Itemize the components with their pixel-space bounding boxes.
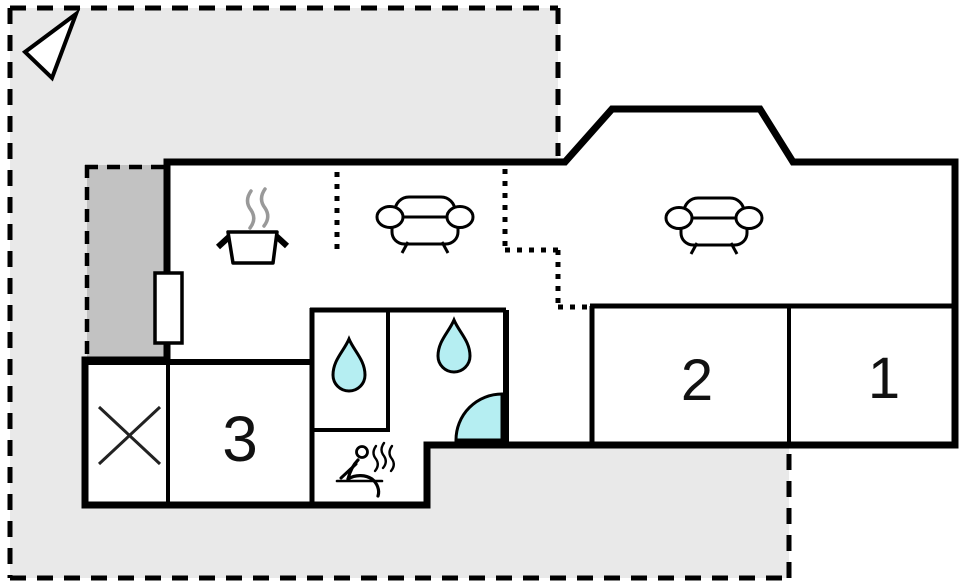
sauna-person-head [355, 445, 369, 459]
steam-line [388, 444, 395, 473]
cross-icon [97, 405, 162, 466]
shower-door-arc-icon [454, 392, 504, 442]
cross-line [97, 405, 162, 466]
interior-walls [85, 303, 955, 505]
sauna-steam-lines [372, 441, 395, 473]
sauna-person-leg [346, 474, 381, 498]
steam-line [245, 189, 256, 230]
steam-line [259, 187, 270, 228]
plot-boundary-dashed [7, 5, 792, 581]
terrace-dashed-edges [84, 164, 167, 362]
room-3-label: 3 [222, 403, 258, 475]
partition-dotted-walls [334, 169, 588, 310]
stove-icon [215, 187, 290, 265]
steam-lines-icon [245, 187, 270, 230]
room-2-label: 2 [681, 348, 713, 413]
pot-body [226, 230, 279, 265]
north-arrow-icon [21, 8, 81, 82]
steam-line [372, 444, 379, 473]
entrance-door [153, 271, 184, 345]
sauna-icon [335, 441, 395, 498]
room-1-label: 1 [868, 346, 900, 411]
sauna-person-arm [339, 462, 358, 480]
steam-line [380, 441, 387, 470]
